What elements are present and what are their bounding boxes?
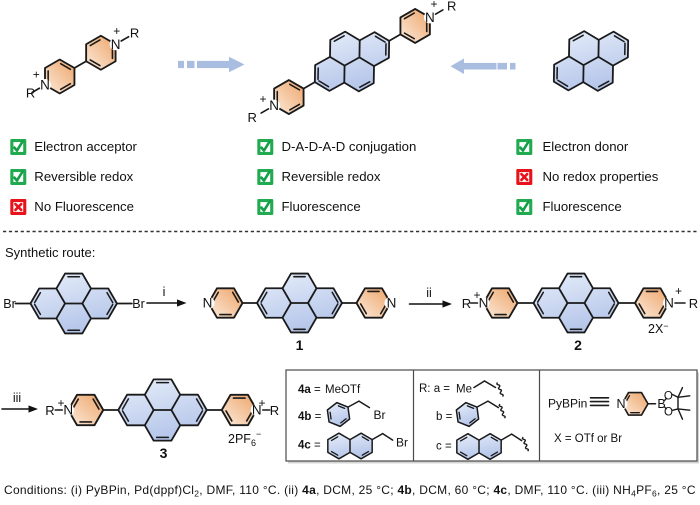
svg-text:N: N (40, 78, 50, 93)
svg-text:R: R (130, 26, 139, 41)
svg-text:N: N (425, 10, 435, 25)
svg-text:iii: iii (13, 391, 21, 405)
svg-text:Electron donor: Electron donor (543, 139, 629, 154)
svg-text:R: R (689, 296, 698, 311)
svg-text:R: R (462, 296, 471, 311)
svg-text:4b =: 4b = (298, 411, 322, 423)
svg-text:D-A-D-A-D conjugation: D-A-D-A-D conjugation (282, 139, 417, 154)
svg-text:+: + (113, 24, 120, 38)
svg-text:Br: Br (396, 436, 408, 450)
svg-text:N: N (269, 98, 279, 113)
svg-text:+: + (258, 396, 265, 410)
svg-text:Reversible redox: Reversible redox (282, 169, 381, 184)
svg-text:O: O (664, 406, 673, 418)
svg-text:PyBPin: PyBPin (548, 397, 587, 411)
svg-text:+: + (33, 68, 40, 82)
svg-text:b =: b = (436, 411, 453, 423)
svg-text:N: N (387, 296, 397, 311)
svg-text:+: + (259, 92, 266, 106)
svg-text:N: N (203, 296, 213, 311)
svg-text:Br: Br (132, 297, 145, 311)
svg-text:N: N (616, 397, 625, 411)
svg-text:ii: ii (426, 286, 432, 300)
svg-text:R: R (248, 110, 257, 125)
svg-text:3: 3 (160, 445, 168, 461)
svg-text:Me: Me (456, 384, 472, 396)
svg-text:R: R (45, 403, 54, 418)
svg-text:+: + (57, 396, 64, 410)
svg-text:+: + (675, 284, 682, 298)
svg-text:Br: Br (374, 408, 386, 422)
svg-text:R: R (270, 403, 279, 418)
svg-text:X = OTf or Br: X = OTf or Br (554, 433, 622, 445)
svg-text:Synthetic route:: Synthetic route: (5, 245, 95, 260)
svg-text:No Fluorescence: No Fluorescence (34, 199, 134, 214)
svg-text:+: + (430, 0, 437, 11)
svg-text:MeOTf: MeOTf (325, 384, 361, 396)
svg-text:4a =: 4a = (298, 384, 321, 396)
svg-text:No redox properties: No redox properties (543, 169, 659, 184)
svg-text:1: 1 (296, 337, 304, 353)
svg-text:c =: c = (436, 441, 452, 453)
svg-text:2: 2 (574, 337, 582, 353)
svg-text:Fluorescence: Fluorescence (282, 199, 361, 214)
svg-text:R: R (447, 0, 456, 14)
svg-text:i: i (163, 285, 166, 299)
svg-text:Fluorescence: Fluorescence (543, 199, 622, 214)
svg-text:4c =: 4c = (298, 440, 321, 452)
svg-text:N: N (63, 403, 73, 418)
svg-text:N: N (664, 296, 674, 311)
svg-text:Conditions: (i) PyBPin, Pd(dpp: Conditions: (i) PyBPin, Pd(dppf)Cl2, DMF… (4, 483, 696, 499)
svg-text:R: a =: R: a = (419, 383, 450, 395)
svg-text:R: R (26, 86, 35, 101)
svg-text:Reversible redox: Reversible redox (34, 169, 133, 184)
svg-text:Electron acceptor: Electron acceptor (34, 139, 137, 154)
svg-text:N: N (111, 37, 121, 52)
svg-text:+: + (473, 288, 480, 302)
svg-text:Br: Br (3, 297, 16, 311)
svg-text:O: O (664, 390, 673, 402)
